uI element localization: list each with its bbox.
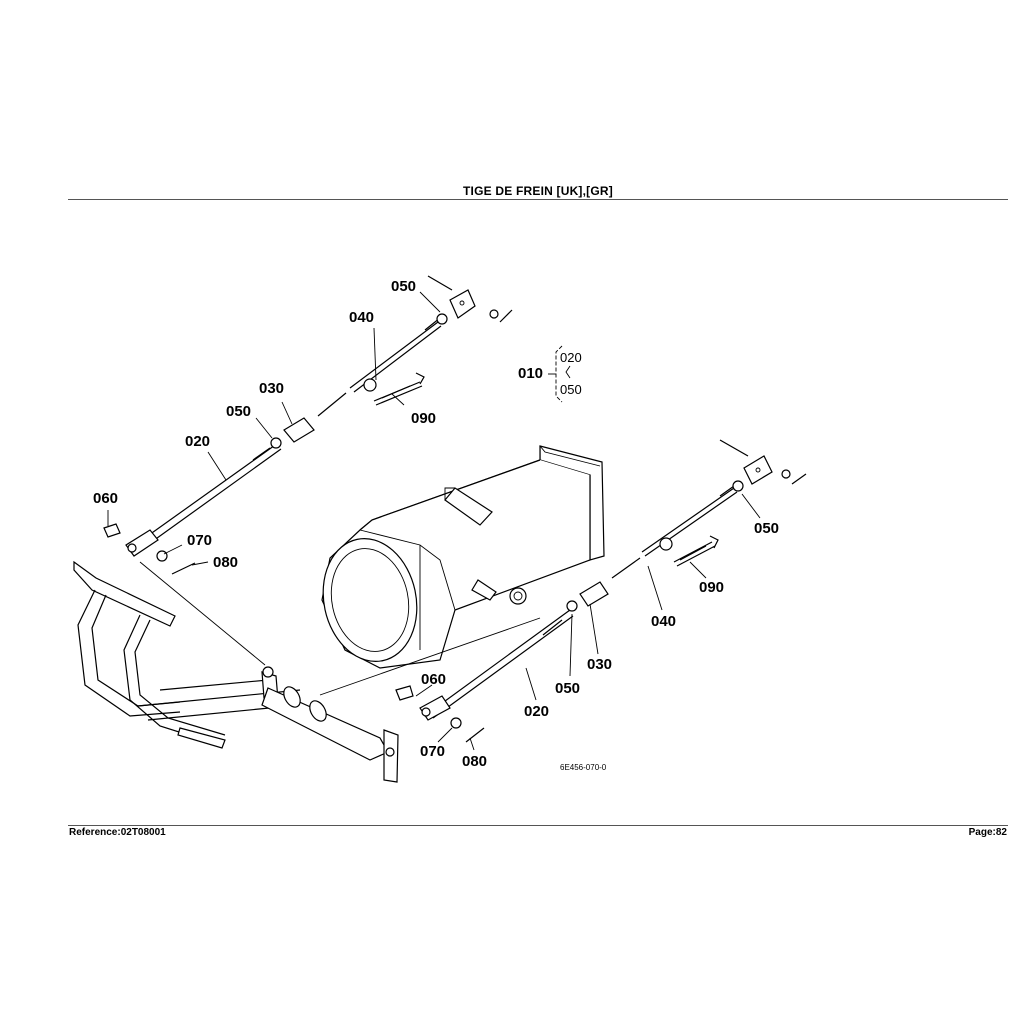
callout-020-left: 020 xyxy=(185,433,210,450)
callout-050-right: 050 xyxy=(754,520,779,537)
group-range-end: 050 xyxy=(560,382,582,397)
left-rod-assembly xyxy=(103,275,513,575)
page-number: Page:82 xyxy=(968,827,1007,838)
page-title: TIGE DE FREIN [UK],[GR] xyxy=(463,184,613,198)
callout-060-left: 060 xyxy=(93,490,118,507)
reference-label: Reference:02T08001 xyxy=(69,827,166,838)
callout-050-top: 050 xyxy=(391,278,416,295)
transmission-housing xyxy=(321,445,605,669)
group-range-start: 020 xyxy=(560,350,582,365)
callout-080-right: 080 xyxy=(462,753,487,770)
leader-lines xyxy=(107,291,761,751)
footer-divider xyxy=(68,825,1008,826)
callout-010: 010 xyxy=(518,365,543,382)
callout-090-top: 090 xyxy=(411,410,436,427)
callout-040-right: 040 xyxy=(651,613,676,630)
callout-labels: 050 040 030 050 020 090 060 070 080 050 … xyxy=(93,278,779,770)
callout-050-mid: 050 xyxy=(555,680,580,697)
callout-070-left: 070 xyxy=(187,532,212,549)
callout-090-right: 090 xyxy=(699,579,724,596)
drawing-code: 6E456-070-0 xyxy=(560,763,607,772)
callout-030-right: 030 xyxy=(587,656,612,673)
brake-pedal-assembly xyxy=(73,560,541,783)
callout-040-top: 040 xyxy=(349,309,374,326)
group-bracket-010: 010 020 050 xyxy=(518,345,582,403)
callout-080-left: 080 xyxy=(213,554,238,571)
callout-030-left: 030 xyxy=(259,380,284,397)
callout-020-right: 020 xyxy=(524,703,549,720)
header-divider xyxy=(68,199,1008,200)
callout-070-right: 070 xyxy=(420,743,445,760)
callout-060-right: 060 xyxy=(421,671,446,688)
callout-050-left: 050 xyxy=(226,403,251,420)
right-rod-assembly xyxy=(395,439,807,743)
